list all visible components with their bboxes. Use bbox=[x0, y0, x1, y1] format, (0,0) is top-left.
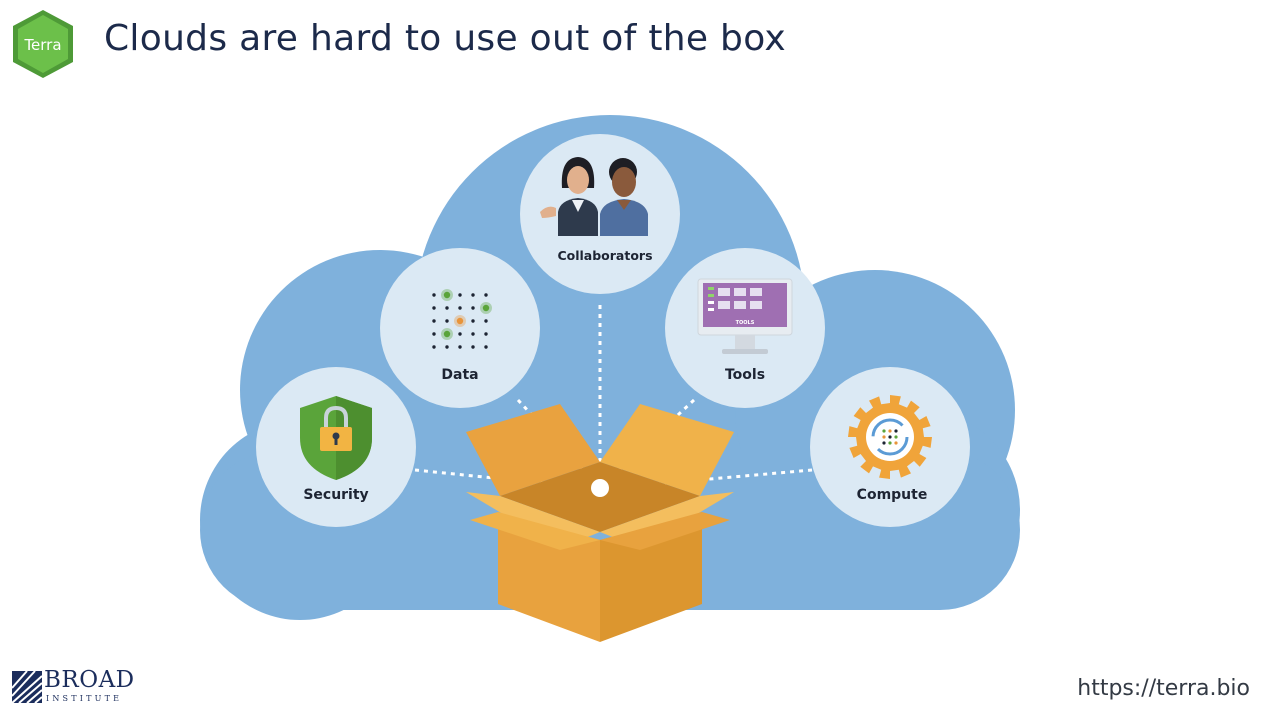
tools-icon: TOOLS bbox=[697, 278, 793, 354]
data-dot bbox=[432, 332, 436, 336]
data-dot bbox=[443, 291, 451, 299]
broad-logo-icon bbox=[11, 670, 43, 704]
data-dot bbox=[482, 304, 490, 312]
node-label-data: Data bbox=[441, 367, 479, 383]
gear-data-dot bbox=[888, 429, 892, 433]
data-dot bbox=[484, 319, 488, 323]
data-dot bbox=[432, 306, 436, 310]
data-dot bbox=[445, 345, 449, 349]
data-dot bbox=[471, 319, 475, 323]
data-dot bbox=[471, 306, 475, 310]
data-dot bbox=[432, 345, 436, 349]
data-dot bbox=[458, 293, 462, 297]
node-label-security: Security bbox=[303, 487, 369, 503]
gear-data-dot bbox=[894, 429, 898, 433]
footer-url: https://terra.bio bbox=[1077, 676, 1250, 701]
broad-logo-name: BROAD bbox=[44, 667, 135, 693]
data-dot bbox=[458, 332, 462, 336]
broad-logo-subtitle: INSTITUTE bbox=[46, 694, 123, 703]
data-dot bbox=[432, 293, 436, 297]
gear-icon bbox=[848, 395, 932, 479]
data-dot bbox=[458, 345, 462, 349]
shield-lock-icon bbox=[300, 396, 372, 480]
data-dot bbox=[471, 345, 475, 349]
data-dot bbox=[443, 330, 451, 338]
data-dot bbox=[445, 306, 449, 310]
collaborators-icon bbox=[540, 157, 648, 236]
terra-logo-text: Terra bbox=[23, 36, 61, 54]
node-label-tools: Tools bbox=[724, 367, 766, 383]
data-dot bbox=[471, 332, 475, 336]
gear-data-dot bbox=[882, 429, 886, 433]
node-label-collaborators: Collaborators bbox=[557, 248, 653, 263]
data-dot bbox=[445, 319, 449, 323]
gear-data-dot bbox=[882, 435, 886, 439]
data-dot bbox=[456, 317, 464, 325]
hub-dot bbox=[591, 479, 609, 497]
gear-data-dot bbox=[882, 441, 886, 445]
data-dot bbox=[484, 345, 488, 349]
node-label-compute: Compute bbox=[856, 487, 928, 503]
gear-data-dot bbox=[888, 435, 892, 439]
data-icon bbox=[432, 289, 492, 349]
data-dot bbox=[484, 332, 488, 336]
data-dot bbox=[471, 293, 475, 297]
data-dot bbox=[458, 306, 462, 310]
open-box-icon bbox=[466, 404, 734, 642]
data-dot bbox=[484, 293, 488, 297]
slide-title: Clouds are hard to use out of the box bbox=[104, 18, 787, 59]
tools-screen-label: TOOLS bbox=[736, 320, 755, 326]
data-dot bbox=[432, 319, 436, 323]
gear-data-dot bbox=[894, 435, 898, 439]
refresh-arrows bbox=[871, 418, 909, 456]
gear-data-dot bbox=[888, 441, 892, 445]
gear-data-dot bbox=[894, 441, 898, 445]
terra-logo: Terra bbox=[13, 10, 73, 78]
data-circle bbox=[380, 248, 540, 408]
